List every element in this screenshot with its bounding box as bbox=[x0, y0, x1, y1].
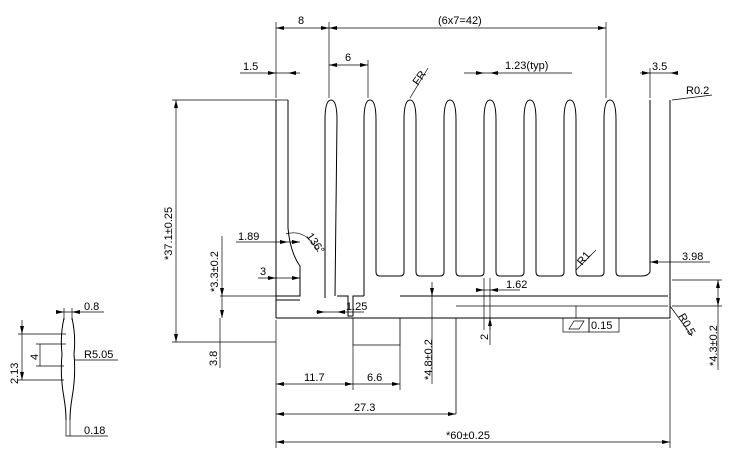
side-dim-r5-05: R5.05 bbox=[84, 349, 113, 361]
side-dim-2-13: 2.13 bbox=[9, 363, 21, 384]
dim-8: 8 bbox=[298, 15, 304, 27]
dim-r0-2: R0.2 bbox=[686, 85, 709, 97]
dim-3: 3 bbox=[260, 266, 266, 278]
dim-2: 2 bbox=[479, 334, 491, 340]
dimension-labels: 8 (6x7=42) 1.5 6 FR 1.23(typ) 3.5 R0.2 *… bbox=[163, 15, 720, 442]
dim-1-25: 1.25 bbox=[346, 301, 367, 313]
dim-3-5: 3.5 bbox=[652, 61, 667, 73]
dim-37-1: *37.1±0.25 bbox=[163, 207, 175, 260]
dim-3-8: 3.8 bbox=[208, 351, 220, 366]
dim-60: *60±0.25 bbox=[446, 430, 490, 442]
dim-r1: R1 bbox=[575, 249, 593, 267]
dim-136: 136° bbox=[304, 231, 327, 257]
dim-3-3: *3.3±0.2 bbox=[209, 251, 221, 292]
arrow-heads bbox=[174, 26, 720, 444]
side-dim-0-8: 0.8 bbox=[84, 301, 99, 313]
dim-4-3: *4.3±0.2 bbox=[708, 325, 720, 366]
dim-3-98: 3.98 bbox=[682, 251, 703, 263]
side-dim-0-18: 0.18 bbox=[84, 425, 105, 437]
dim-r0-5: R0.5 bbox=[675, 312, 697, 338]
side-dim-4: 4 bbox=[29, 354, 41, 360]
dim-11-7: 11.7 bbox=[304, 372, 325, 384]
dim-6-6: 6.6 bbox=[367, 372, 382, 384]
dim-1-23-typ: 1.23(typ) bbox=[505, 60, 548, 72]
dim-4-8: *4.8±0.2 bbox=[423, 339, 435, 380]
dim-1-89: 1.89 bbox=[238, 231, 259, 243]
dim-1-62: 1.62 bbox=[506, 279, 527, 291]
heatsink-profile bbox=[275, 99, 671, 414]
dim-27-3: 27.3 bbox=[354, 402, 375, 414]
dim-6: 6 bbox=[345, 52, 351, 64]
dim-1-5: 1.5 bbox=[243, 61, 258, 73]
dimension-lines bbox=[172, 22, 722, 448]
fin-section-detail: 0.8 2.13 4 R5.05 0.18 bbox=[9, 301, 118, 437]
dim-flatness-0-15: 0.15 bbox=[591, 320, 612, 332]
dim-6x7: (6x7=42) bbox=[438, 15, 482, 27]
